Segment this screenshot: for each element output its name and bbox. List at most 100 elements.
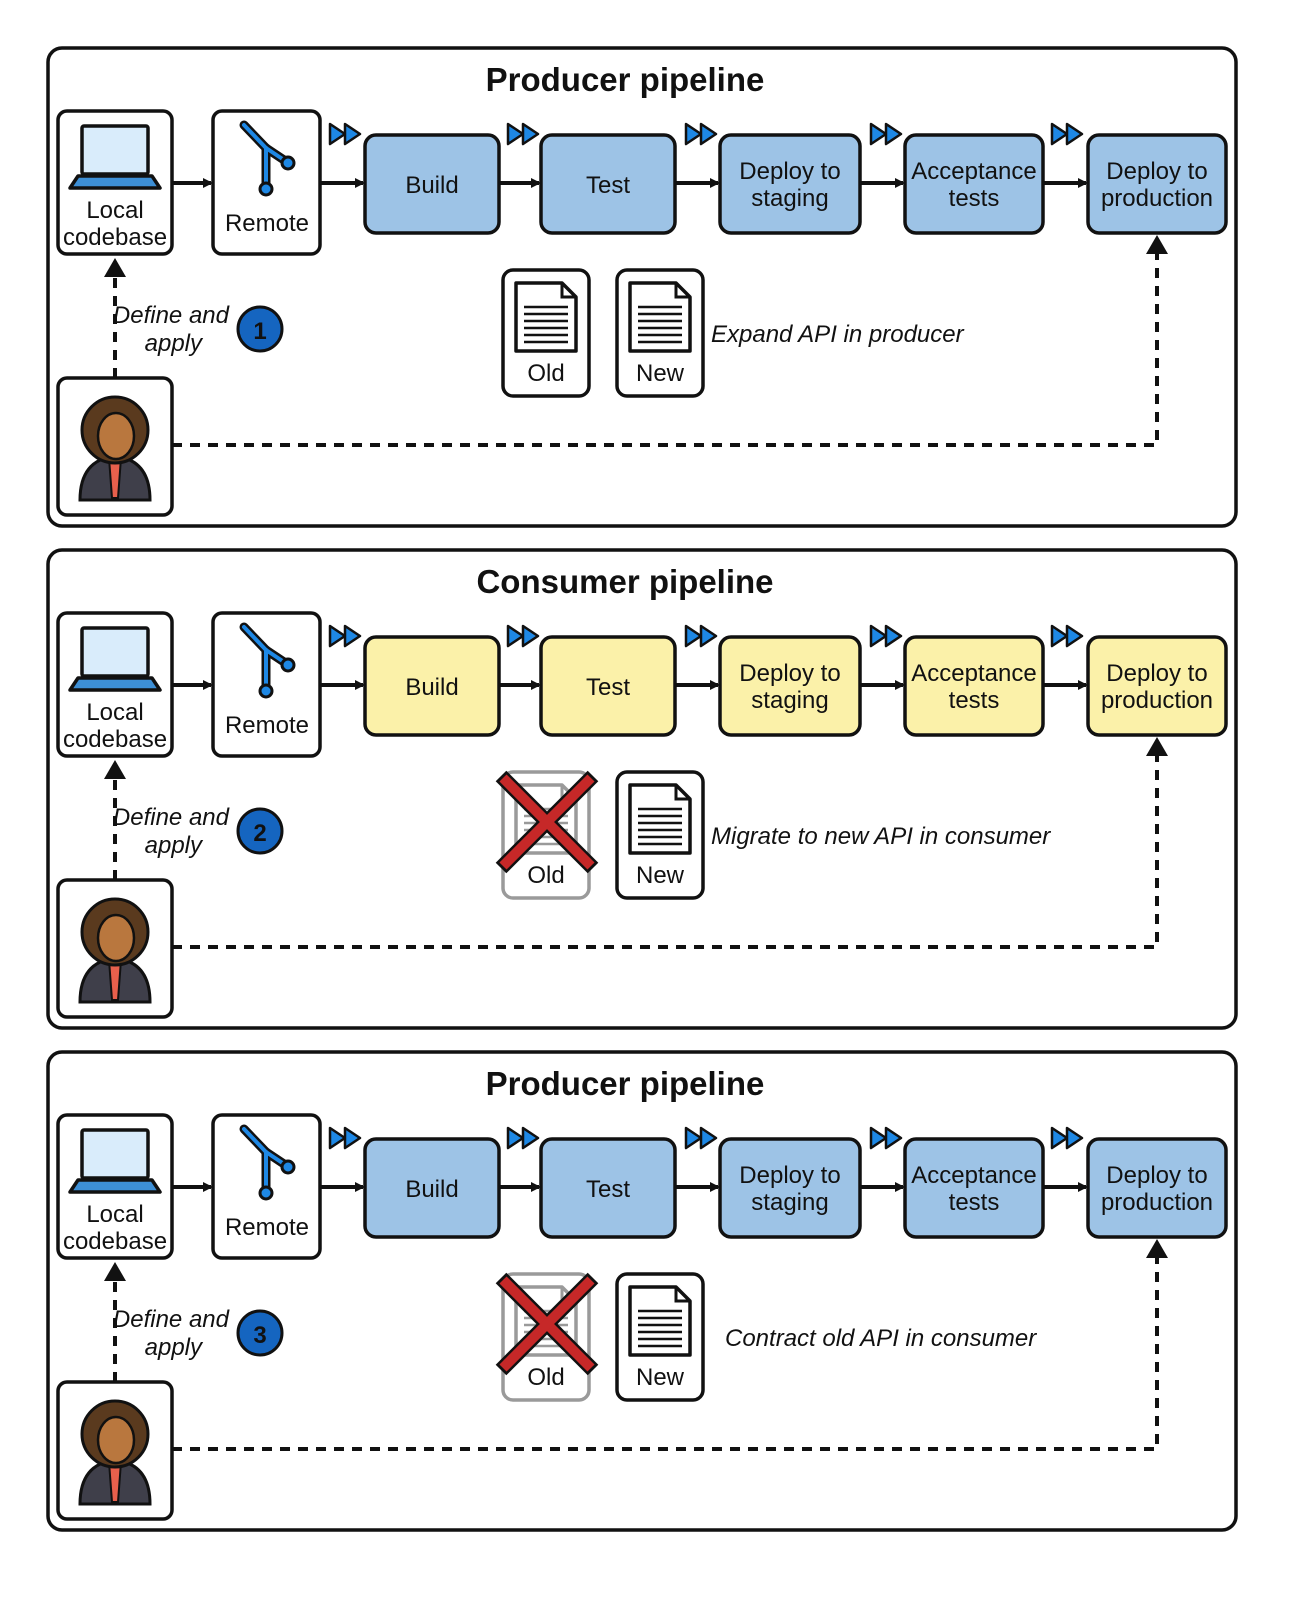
step-number: 2 <box>253 820 266 847</box>
local-label-line1: Local <box>86 197 143 224</box>
stage-label-line2: tests <box>949 185 1000 212</box>
fast-forward-icon <box>506 624 540 648</box>
stage-label-line1: Acceptance <box>911 1162 1036 1189</box>
stage-label-line2: production <box>1101 185 1213 212</box>
document-card: Old <box>495 770 599 900</box>
document-icon <box>514 281 578 353</box>
deploy-arrowhead <box>1146 737 1168 756</box>
define-label-line2: apply <box>145 832 204 859</box>
local-label-line2: codebase <box>63 726 167 753</box>
stage-label-line2: production <box>1101 1189 1213 1216</box>
remote-label: Remote <box>225 712 309 739</box>
remote-box: Remote <box>211 611 322 758</box>
panel-2: Consumer pipelineLocalcodebaseRemoteBuil… <box>46 548 1238 1030</box>
document-label: Old <box>527 1364 564 1391</box>
stage-label-line2: production <box>1101 687 1213 714</box>
step-number: 1 <box>253 318 266 345</box>
fast-forward-icon <box>328 1126 362 1150</box>
fast-forward-icon <box>869 122 903 146</box>
stage-label-line1: Deploy to <box>1106 1162 1207 1189</box>
document-card: Old <box>501 268 591 398</box>
developer-avatar-icon <box>78 1399 152 1506</box>
stage-box: Build <box>363 635 501 737</box>
stage-box: Test <box>539 1137 677 1239</box>
stage-label-line1: Deploy to <box>1106 660 1207 687</box>
deploy-arrowhead <box>1146 1239 1168 1258</box>
document-label: Old <box>527 360 564 387</box>
document-icon <box>628 281 692 353</box>
define-arrowhead <box>104 760 126 779</box>
define-label-line2: apply <box>145 1334 204 1361</box>
fast-forward-icon <box>1050 624 1084 648</box>
stage-box: Test <box>539 133 677 235</box>
step-badge: 3 <box>236 1309 284 1357</box>
git-branch-icon <box>239 120 296 197</box>
developer-box <box>56 376 174 517</box>
stage-label-line1: Deploy to <box>739 1162 840 1189</box>
fast-forward-icon <box>1050 1126 1084 1150</box>
stage-box: Test <box>539 635 677 737</box>
remote-label: Remote <box>225 1214 309 1241</box>
developer-box <box>56 878 174 1019</box>
panel-title: Producer pipeline <box>486 61 765 98</box>
stage-label-line2: staging <box>751 687 828 714</box>
git-branch-icon <box>239 622 296 699</box>
step-number: 3 <box>253 1322 266 1349</box>
panel-title: Producer pipeline <box>486 1065 765 1102</box>
step-note: Migrate to new API in consumer <box>711 823 1051 850</box>
stage-label-line1: Acceptance <box>911 660 1036 687</box>
document-label: New <box>636 1364 685 1391</box>
stage-label: Build <box>405 172 458 199</box>
stage-label-line1: Deploy to <box>739 660 840 687</box>
define-label-line1: Define and <box>113 302 230 329</box>
fast-forward-icon <box>684 624 718 648</box>
document-card: New <box>615 268 705 398</box>
deploy-path-arrow <box>172 253 1159 447</box>
document-label: New <box>636 862 685 889</box>
local-label-line1: Local <box>86 699 143 726</box>
fast-forward-icon <box>1050 122 1084 146</box>
document-icon <box>628 1285 692 1357</box>
cross-out-icon <box>495 1272 599 1376</box>
stage-label-line2: tests <box>949 687 1000 714</box>
step-badge: 1 <box>236 305 284 353</box>
document-card: New <box>615 1272 705 1402</box>
panel-title: Consumer pipeline <box>476 563 773 600</box>
define-label-line1: Define and <box>113 804 230 831</box>
stage-box: Build <box>363 1137 501 1239</box>
document-label: New <box>636 360 685 387</box>
stage-label-line2: staging <box>751 185 828 212</box>
laptop-icon <box>68 1128 162 1194</box>
laptop-icon <box>68 626 162 692</box>
laptop-icon <box>68 124 162 190</box>
stage-label-line2: staging <box>751 1189 828 1216</box>
step-badge: 2 <box>236 807 284 855</box>
stage-label-line2: tests <box>949 1189 1000 1216</box>
remote-box: Remote <box>211 109 322 256</box>
local-label-line2: codebase <box>63 1228 167 1255</box>
stage-label-line1: Deploy to <box>1106 158 1207 185</box>
document-label: Old <box>527 862 564 889</box>
deploy-path-arrow <box>172 1257 1159 1451</box>
fast-forward-icon <box>506 122 540 146</box>
stage-label: Build <box>405 674 458 701</box>
define-label-line1: Define and <box>113 1306 230 1333</box>
cross-out-icon <box>495 770 599 874</box>
developer-avatar-icon <box>78 897 152 1004</box>
define-arrowhead <box>104 258 126 277</box>
deploy-arrowhead <box>1146 235 1168 254</box>
document-icon <box>628 783 692 855</box>
remote-box: Remote <box>211 1113 322 1260</box>
